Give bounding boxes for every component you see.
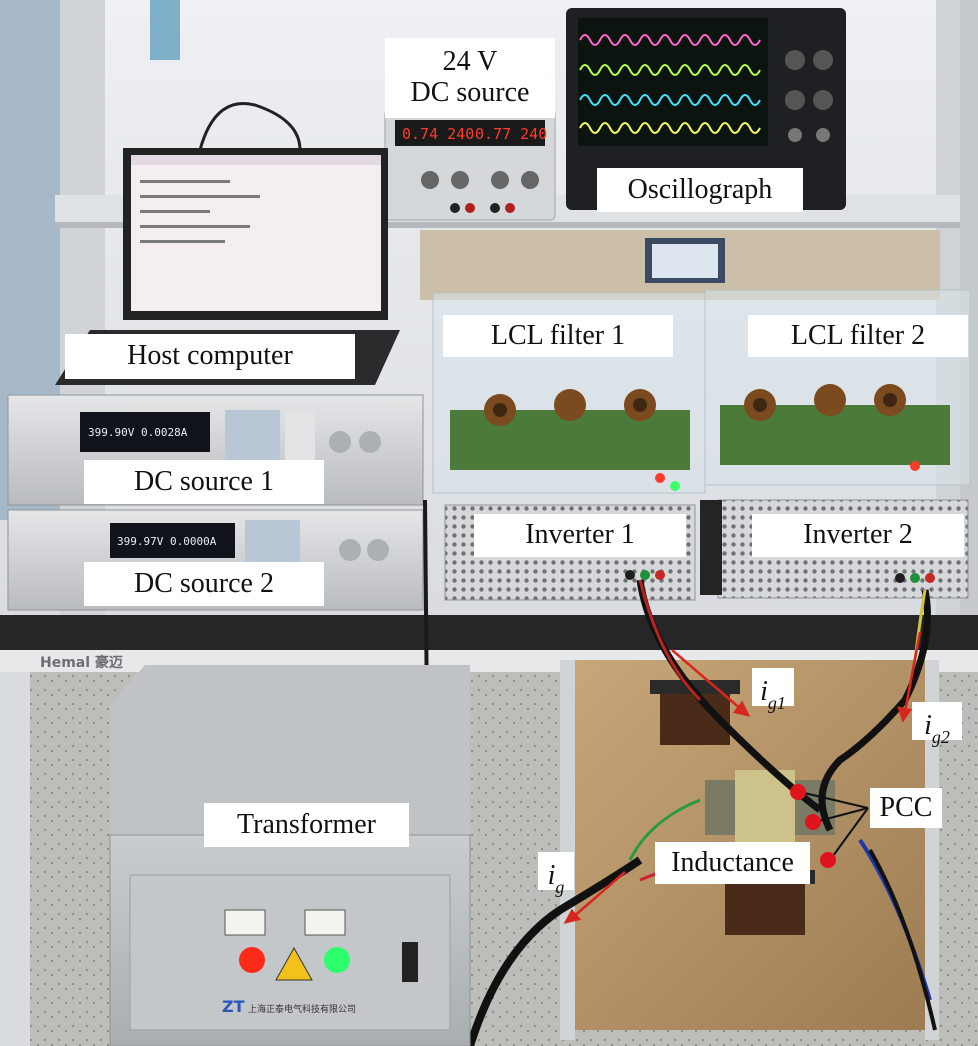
dc2-readout: 399.97V 0.0000A — [117, 535, 217, 548]
ig2-sub: g2 — [931, 727, 950, 747]
transformer-label: Transformer — [204, 803, 409, 847]
psu-left-display: 0.74 240 — [402, 125, 474, 143]
dc-source-2-label: DC source 2 — [84, 562, 324, 606]
ig-main: i — [547, 860, 556, 891]
transformer-company: 上海正泰电气科技有限公司 — [248, 1003, 356, 1015]
dc24-source-label: 24 V DC source — [385, 38, 555, 118]
transformer-brand: ZT — [222, 997, 245, 1016]
inverter-2-label: Inverter 2 — [752, 514, 964, 557]
lcl-filter-1-label: LCL filter 1 — [443, 315, 673, 357]
oscillograph-label: Oscillograph — [597, 168, 803, 212]
ig-sub: g — [555, 877, 565, 897]
ig1-main: i — [760, 676, 768, 707]
ig2-main: i — [924, 710, 932, 741]
ig1-sub: g1 — [767, 693, 786, 713]
dc-source-1-label: DC source 1 — [84, 460, 324, 504]
pcc-label: PCC — [870, 788, 942, 828]
bench-brand: Hemal 豪迈 — [40, 654, 123, 671]
host-computer-label: Host computer — [65, 334, 355, 379]
inductance-label: Inductance — [655, 842, 810, 884]
psu-right-display: 0.77 240 — [475, 125, 547, 143]
dc24-line2: DC source — [410, 77, 530, 108]
lcl-filter-2-label: LCL filter 2 — [748, 315, 968, 357]
dc1-readout: 399.90V 0.0028A — [88, 426, 188, 439]
inverter-1-label: Inverter 1 — [474, 514, 686, 557]
dc24-line1: 24 V — [442, 46, 498, 78]
